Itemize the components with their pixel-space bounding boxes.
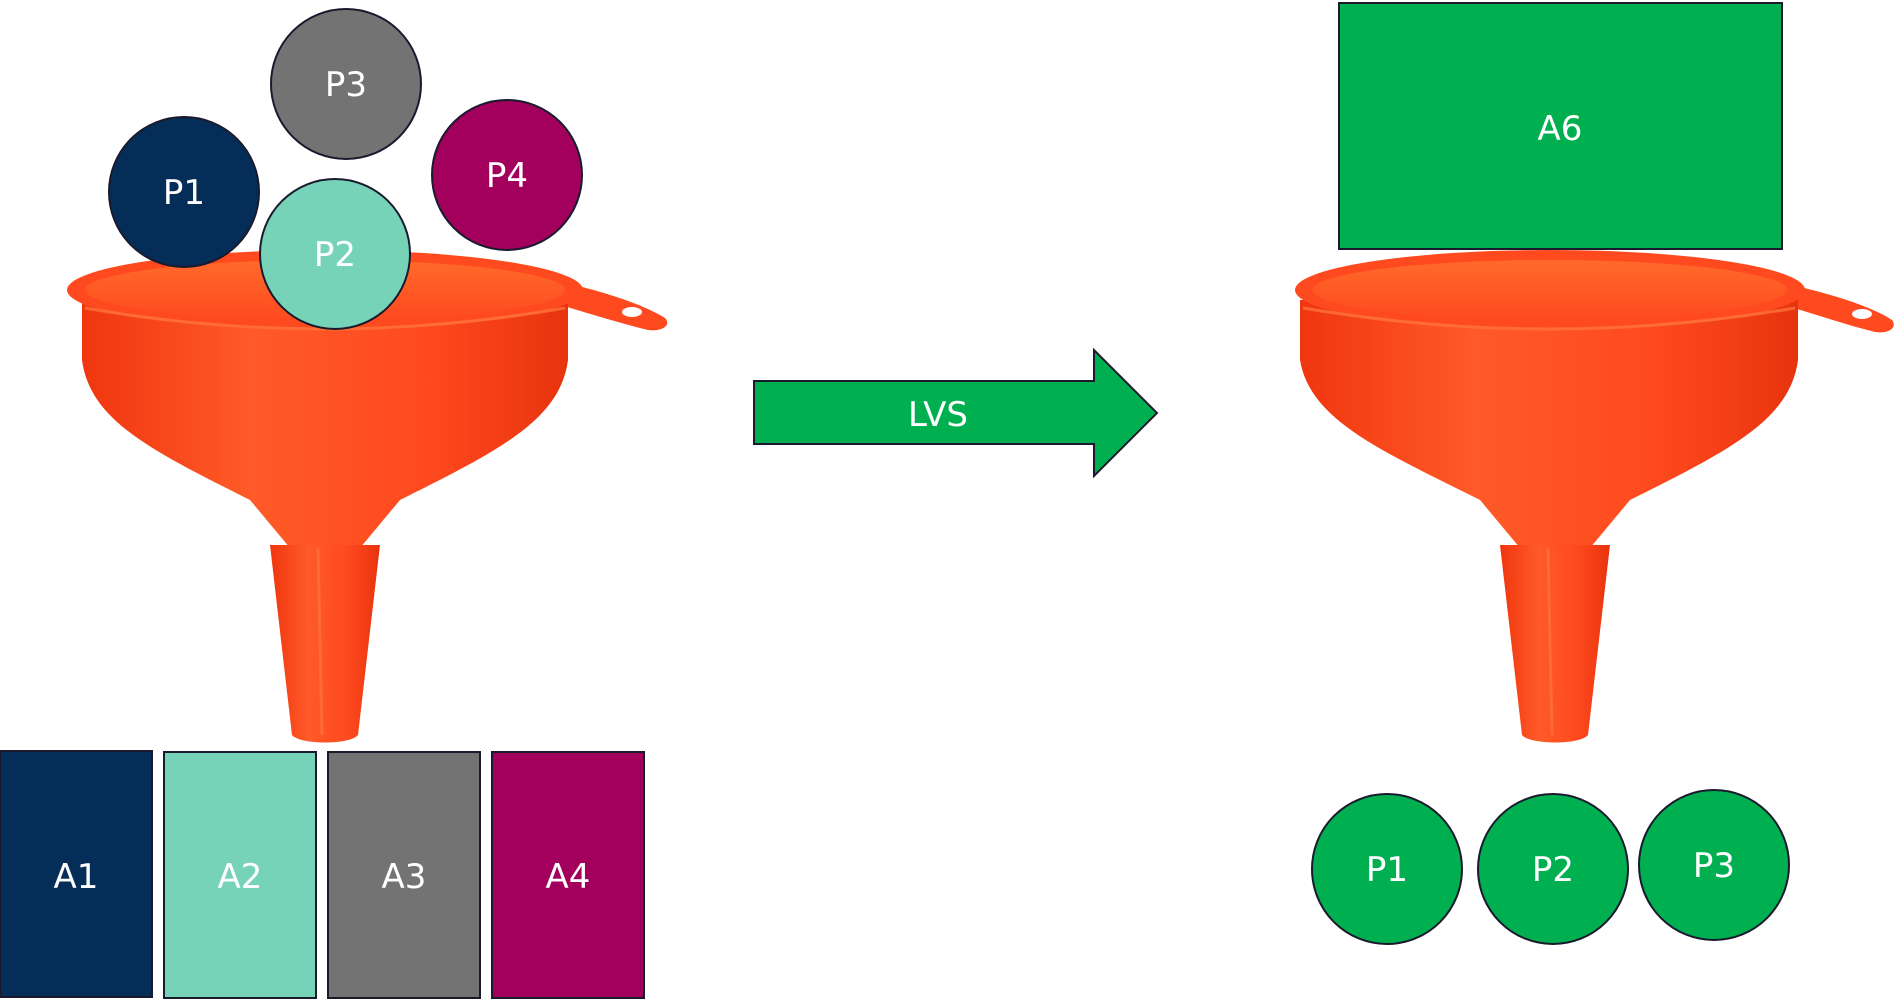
- left-output-a2: A2: [163, 751, 317, 999]
- right-input-a6-label: A6: [1538, 109, 1583, 149]
- left-input-p3-label: P3: [325, 65, 367, 105]
- left-output-a3: A3: [327, 751, 481, 999]
- right-output-p2: P2: [1477, 793, 1629, 945]
- left-output-a4-label: A4: [546, 857, 591, 897]
- lvs-arrow: LVS: [753, 347, 1159, 479]
- left-input-p4: P4: [431, 99, 583, 251]
- left-input-p2-label: P2: [314, 235, 356, 275]
- left-output-a1: A1: [0, 750, 153, 998]
- left-input-p3: P3: [270, 8, 422, 160]
- left-input-p1: P1: [108, 116, 260, 268]
- left-input-p2: P2: [259, 178, 411, 330]
- right-output-p3: P3: [1638, 789, 1790, 941]
- left-output-a2-label: A2: [218, 857, 263, 897]
- right-output-p3-label: P3: [1693, 846, 1735, 886]
- left-output-a3-label: A3: [382, 857, 427, 897]
- right-input-a6: A6: [1338, 2, 1783, 250]
- lvs-arrow-label: LVS: [908, 395, 968, 435]
- left-input-p1-label: P1: [163, 173, 205, 213]
- left-output-a1-label: A1: [54, 857, 99, 897]
- right-output-p2-label: P2: [1532, 850, 1574, 890]
- right-output-p1-label: P1: [1366, 850, 1408, 890]
- funnel-left: [67, 250, 668, 743]
- left-input-p4-label: P4: [486, 156, 528, 196]
- right-output-p1: P1: [1311, 793, 1463, 945]
- funnel-right: [1295, 250, 1894, 743]
- left-output-a4: A4: [491, 751, 645, 999]
